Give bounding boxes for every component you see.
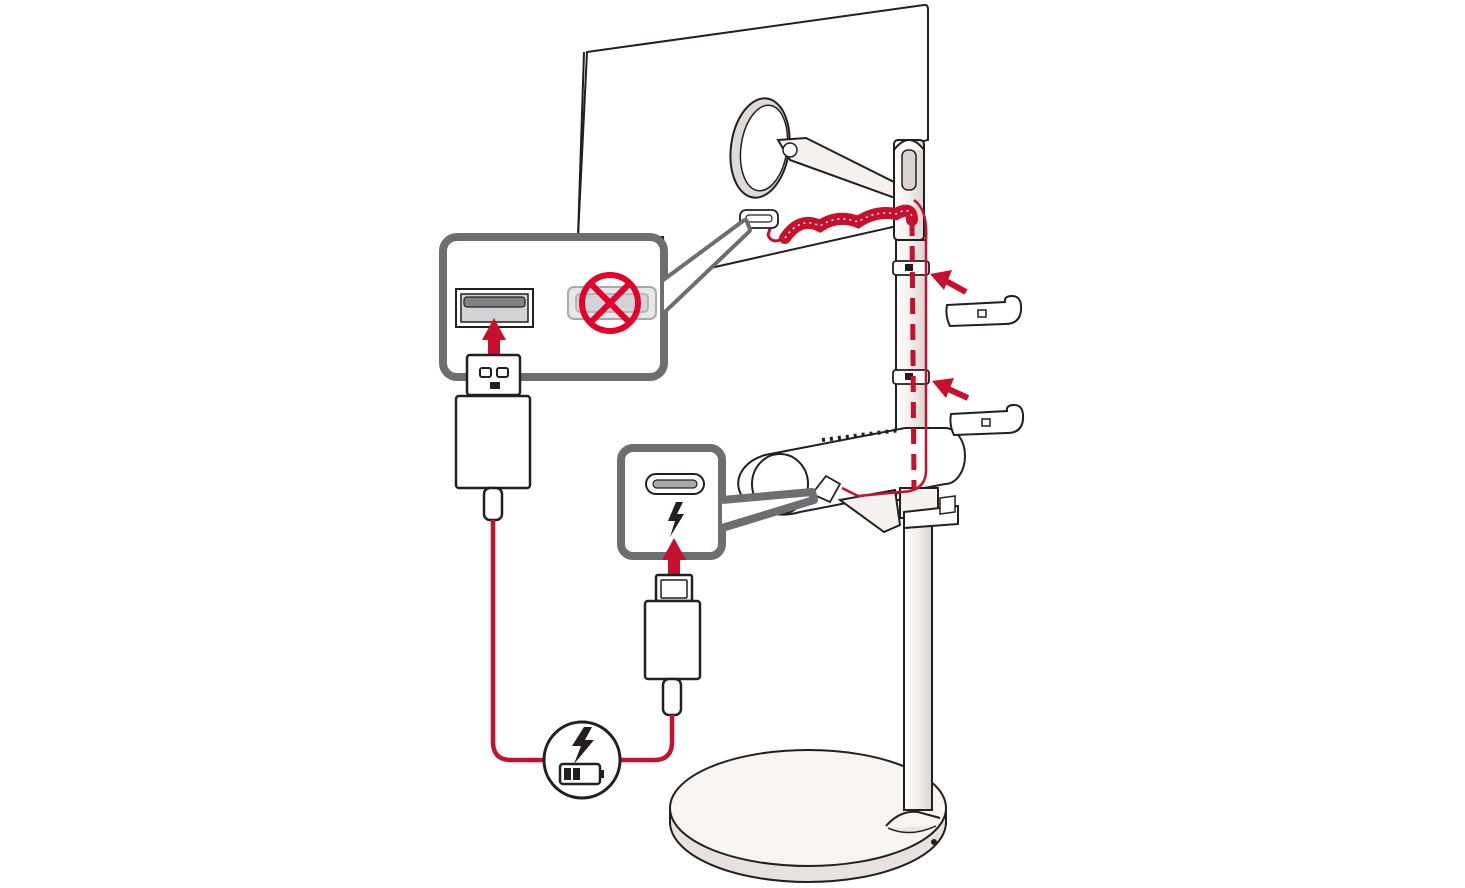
round-stand-base bbox=[669, 749, 947, 883]
usb-a-insert-arrow bbox=[482, 318, 506, 358]
usb-a-port-forbidden bbox=[567, 272, 657, 334]
clip-arrow-upper bbox=[930, 270, 968, 295]
battery-icon bbox=[558, 762, 604, 786]
port-lightning-icon bbox=[668, 502, 684, 537]
usb-a-plug bbox=[454, 353, 532, 522]
usb-c-insert-arrow bbox=[662, 538, 686, 578]
clip-arrow-lower bbox=[932, 378, 970, 401]
coiled-cable bbox=[766, 198, 928, 498]
usb-c-port bbox=[645, 473, 705, 495]
cable-clip bbox=[945, 294, 1023, 328]
usb-c-plug bbox=[643, 573, 702, 717]
lamp-head bbox=[729, 97, 902, 200]
charging-lightning-icon bbox=[572, 727, 594, 764]
cable-clip bbox=[949, 403, 1025, 437]
charging-badge bbox=[542, 720, 622, 800]
charging-cable bbox=[490, 520, 675, 763]
lamp-usb-c-port bbox=[810, 474, 842, 504]
